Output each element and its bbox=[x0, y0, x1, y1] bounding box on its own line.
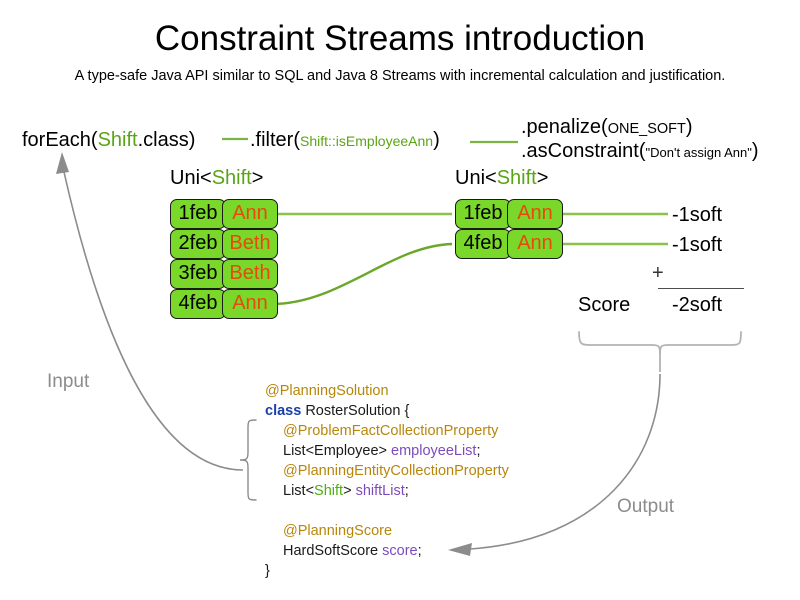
score-total: -2soft bbox=[672, 294, 723, 316]
code-token: > bbox=[343, 483, 356, 499]
stream-type-label-right: Uni<Shift> bbox=[455, 166, 548, 190]
score-sum-rule bbox=[658, 288, 744, 289]
api-call-as-constraint[interactable]: .asConstraint("Don't assign Ann") bbox=[521, 139, 759, 165]
output-label: Output bbox=[617, 496, 675, 517]
shift-employee-cell: Ann bbox=[222, 199, 278, 229]
code-line: } bbox=[265, 561, 509, 581]
as-constraint-prefix: .asConstraint( bbox=[521, 140, 646, 162]
shift-employee-cell: Ann bbox=[222, 289, 278, 319]
penalize-suffix: ) bbox=[685, 116, 693, 138]
as-constraint-arg: "Don't assign Ann" bbox=[645, 145, 752, 160]
code-line: class RosterSolution { bbox=[265, 401, 509, 421]
foreach-prefix: forEach( bbox=[22, 129, 98, 151]
shift-date-cell: 4feb bbox=[455, 229, 511, 259]
penalize-prefix: .penalize( bbox=[521, 116, 608, 138]
as-constraint-suffix: ) bbox=[751, 140, 759, 162]
code-token: shiftList bbox=[355, 483, 405, 499]
api-call-filter[interactable]: .filter(Shift::isEmployeeAnn) bbox=[250, 128, 440, 153]
code-token: @PlanningEntityCollectionProperty bbox=[283, 463, 509, 479]
code-token: HardSoftScore bbox=[283, 543, 383, 559]
code-token: ; bbox=[417, 543, 422, 559]
stream-type-label-left: Uni<Shift> bbox=[170, 166, 263, 190]
uni-left-prefix: Uni< bbox=[170, 167, 212, 189]
uni-left-suffix: > bbox=[251, 167, 264, 189]
code-line: @ProblemFactCollectionProperty bbox=[265, 421, 509, 441]
code-token: ; bbox=[404, 483, 409, 499]
shift-date-cell: 1feb bbox=[170, 199, 226, 229]
shift-employee-cell: Beth bbox=[222, 229, 278, 259]
code-token: class bbox=[265, 403, 302, 419]
code-token: Shift bbox=[314, 483, 344, 499]
code-line: List<Employee> employeeList; bbox=[265, 441, 509, 461]
shift-date-cell: 4feb bbox=[170, 289, 226, 319]
stream-line-4feb bbox=[271, 242, 453, 306]
code-token: score bbox=[382, 543, 418, 559]
foreach-type: Shift bbox=[97, 129, 138, 151]
impact-score-2: -1soft bbox=[672, 234, 723, 256]
shift-employee-cell: Ann bbox=[507, 229, 563, 259]
code-token bbox=[265, 503, 269, 519]
code-line: HardSoftScore score; bbox=[265, 541, 509, 561]
penalize-arg: ONE_SOFT bbox=[607, 121, 686, 137]
domain-code-block: @PlanningSolution class RosterSolution { @… bbox=[265, 381, 509, 581]
foreach-suffix: .class) bbox=[137, 129, 196, 151]
code-fields-brace bbox=[239, 419, 257, 501]
score-sum-operator: + bbox=[652, 262, 664, 284]
api-call-penalize[interactable]: .penalize(ONE_SOFT) bbox=[521, 115, 693, 141]
impact-score-1: -1soft bbox=[672, 204, 723, 226]
score-brace bbox=[578, 331, 742, 355]
code-line: @PlanningScore bbox=[265, 521, 509, 541]
code-token: List<Employee> bbox=[283, 443, 392, 459]
code-token: ; bbox=[476, 443, 481, 459]
code-line: @PlanningEntityCollectionProperty bbox=[265, 461, 509, 481]
code-token: @PlanningScore bbox=[283, 523, 393, 539]
page-subtitle: A type-safe Java API similar to SQL and … bbox=[74, 68, 726, 84]
uni-right-suffix: > bbox=[536, 167, 549, 189]
code-token: List< bbox=[283, 483, 315, 499]
filter-suffix: ) bbox=[433, 129, 440, 151]
api-call-foreach[interactable]: forEach(Shift.class) bbox=[22, 128, 195, 152]
code-line: @PlanningSolution bbox=[265, 381, 509, 401]
score-label: Score bbox=[578, 294, 631, 316]
shift-employee-cell: Ann bbox=[507, 199, 563, 229]
code-token: RosterSolution { bbox=[301, 403, 410, 419]
code-token: employeeList bbox=[391, 443, 477, 459]
code-line: List<Shift> shiftList; bbox=[265, 481, 509, 501]
filter-prefix: .filter( bbox=[250, 129, 300, 151]
shift-date-cell: 2feb bbox=[170, 229, 226, 259]
input-arrowhead bbox=[56, 152, 69, 174]
filter-arg: Shift::isEmployeeAnn bbox=[300, 133, 434, 149]
page-title: Constraint Streams introduction bbox=[154, 19, 646, 58]
uni-right-generic: Shift bbox=[496, 167, 537, 189]
shift-employee-cell: Beth bbox=[222, 259, 278, 289]
shift-date-cell: 3feb bbox=[170, 259, 226, 289]
uni-left-generic: Shift bbox=[211, 167, 252, 189]
code-token: } bbox=[265, 563, 270, 579]
code-token: @PlanningSolution bbox=[265, 383, 389, 399]
input-label: Input bbox=[47, 371, 90, 392]
code-line bbox=[265, 501, 509, 521]
code-token: @ProblemFactCollectionProperty bbox=[283, 423, 499, 439]
uni-right-prefix: Uni< bbox=[455, 167, 497, 189]
shift-date-cell: 1feb bbox=[455, 199, 511, 229]
